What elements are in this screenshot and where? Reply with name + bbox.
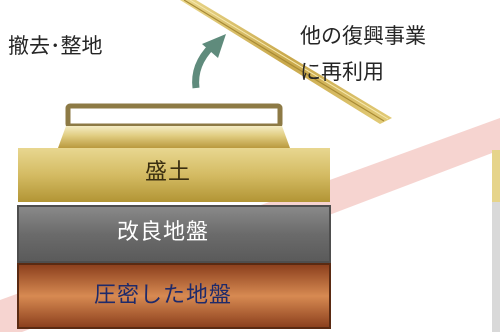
next-panel-edge xyxy=(492,150,500,332)
reuse-label-line1: 他の復興事業 xyxy=(300,24,426,48)
removed-slab xyxy=(65,103,283,129)
embankment-label: 盛土 xyxy=(145,160,192,185)
embankment-top xyxy=(58,126,290,148)
improved-ground-layer xyxy=(17,205,331,263)
reuse-label-line2: に再利用 xyxy=(300,60,384,84)
embankment-base xyxy=(18,148,330,202)
improved-ground-label: 改良地盤 xyxy=(117,220,210,245)
up-arrow-icon xyxy=(192,34,226,89)
compacted-ground-layer xyxy=(17,263,331,329)
removal-label: 撤去･整地 xyxy=(8,34,103,58)
compacted-ground-label: 圧密した地盤 xyxy=(94,283,233,308)
plank-icon xyxy=(180,0,392,124)
